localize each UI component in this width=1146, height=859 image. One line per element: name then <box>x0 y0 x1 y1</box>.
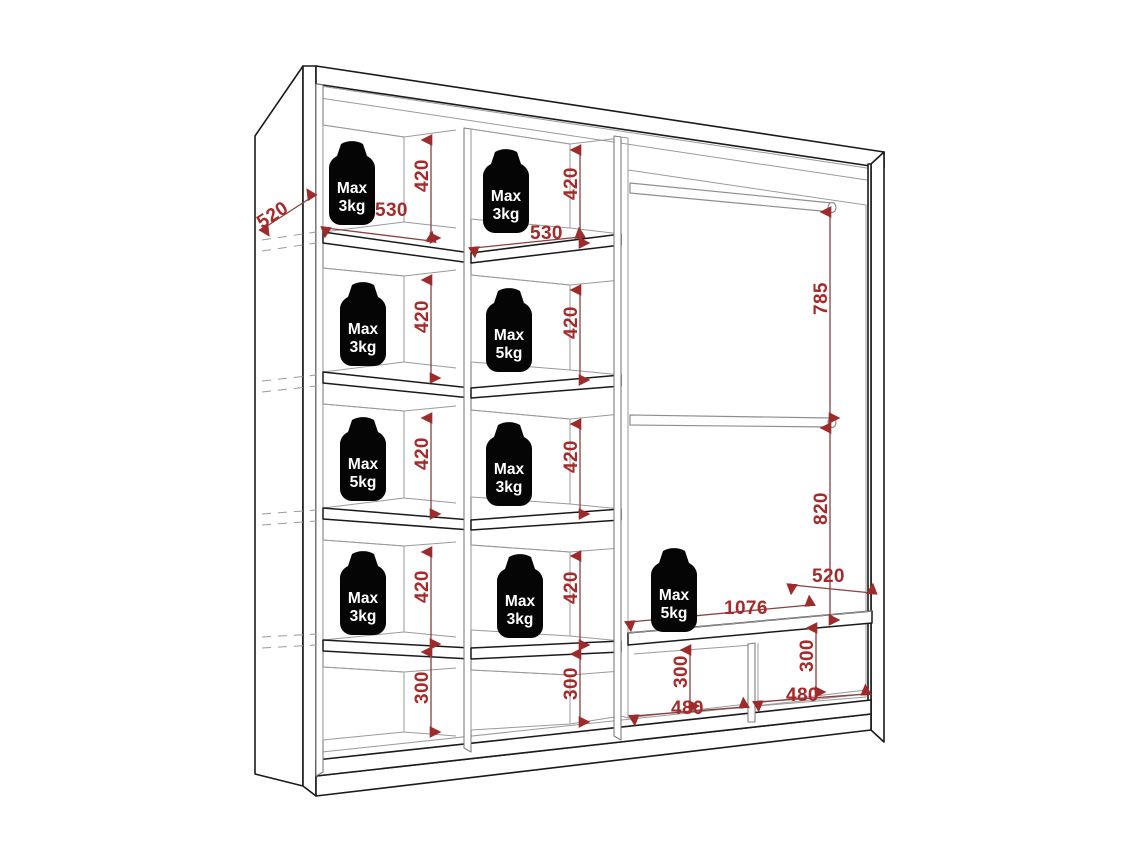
dim-label-lower-left-480: 480 <box>671 698 704 719</box>
weight-value-label: 3kg <box>493 206 520 223</box>
weight-value-label: 5kg <box>350 474 377 491</box>
dim-label-middle-530: 530 <box>530 223 563 244</box>
weight-limit-icons: Max 3kg Max 3kg Max 5kg Max 3kg Max 3kg … <box>328 141 698 638</box>
mid-cell-5-edges <box>470 669 622 725</box>
weight-glyph <box>485 288 533 372</box>
left-front-edge <box>302 65 317 797</box>
weight-glyph <box>485 422 533 506</box>
dim-line-middle-530 <box>468 226 586 259</box>
dim-label-middle-420-4: 420 <box>561 571 582 604</box>
weight-max-label: Max <box>659 587 690 604</box>
weight-icon-left-4: Max 3kg <box>339 551 387 635</box>
hanging-rail-lower-end-cap <box>827 416 837 429</box>
weight-icon-left-3: Max 5kg <box>339 417 387 501</box>
weight-max-label: Max <box>505 593 536 610</box>
right-inner-edge <box>867 163 872 731</box>
dim-label-left-300: 300 <box>412 671 433 704</box>
weight-icon-middle-1: Max 3kg <box>482 149 530 233</box>
weight-value-label: 3kg <box>339 198 366 215</box>
weight-value-label: 5kg <box>661 605 688 622</box>
dim-line-lower-right-480 <box>752 683 872 713</box>
dim-label-left-420-4: 420 <box>412 570 433 603</box>
dim-label-middle-420-3: 420 <box>561 440 582 473</box>
weight-max-label: Max <box>348 321 379 338</box>
weight-icon-middle-3: Max 3kg <box>485 422 533 506</box>
weight-max-label: Max <box>348 456 379 473</box>
weight-glyph <box>339 417 387 501</box>
weight-glyph <box>482 149 530 233</box>
hanging-rail-upper-end-cap <box>827 201 837 214</box>
dim-label-middle-420-2: 420 <box>561 306 582 339</box>
weight-value-label: 5kg <box>496 345 523 362</box>
weight-value-label: 3kg <box>496 479 523 496</box>
dimensions: 520 530 420 420 420 420 300 530 420 420 … <box>253 134 878 738</box>
weight-icon-middle-2: Max 5kg <box>485 288 533 372</box>
left-cell-5-back <box>322 666 405 741</box>
mid-cell-1-edges <box>470 128 622 235</box>
weight-value-label: 3kg <box>350 339 377 356</box>
weight-max-label: Max <box>491 188 522 205</box>
weight-icon-middle-4: Max 3kg <box>496 554 544 638</box>
dim-label-middle-420-1: 420 <box>561 167 582 200</box>
left-interior-partition <box>315 83 324 777</box>
weight-icon-right-1: Max 5kg <box>650 548 698 632</box>
weight-glyph <box>328 141 376 225</box>
weight-max-label: Max <box>337 180 368 197</box>
weight-value-label: 3kg <box>350 608 377 625</box>
dim-label-lower-right-480: 480 <box>786 685 819 706</box>
dim-label-left-420-2: 420 <box>412 300 433 333</box>
dim-label-left-420-3: 420 <box>412 437 433 470</box>
dim-label-hanging-820: 820 <box>811 492 832 525</box>
dim-line-left-530 <box>320 225 437 244</box>
dim-label-middle-300: 300 <box>561 667 582 700</box>
dim-line-shelf-depth-520 <box>786 582 878 596</box>
dim-label-left-530: 530 <box>375 200 408 221</box>
mid-cell-2-edges <box>470 274 622 376</box>
middle-right-divider <box>613 135 622 741</box>
weight-glyph <box>339 551 387 635</box>
left-cell-4-edges <box>322 539 457 638</box>
left-cell-1-edges <box>322 124 457 229</box>
weight-max-label: Max <box>494 461 525 478</box>
lower-bay-divider <box>747 642 756 723</box>
weight-max-label: Max <box>494 327 525 344</box>
dim-label-long-shelf-1076: 1076 <box>724 598 768 619</box>
right-side-panel <box>870 151 885 743</box>
dim-label-lower-left-300: 300 <box>671 655 692 688</box>
dim-line-depth-520 <box>258 188 318 237</box>
left-cell-3-edges <box>322 403 457 504</box>
dim-label-left-420-1: 420 <box>412 159 433 192</box>
weight-max-label: Max <box>348 590 379 607</box>
dim-label-hanging-785: 785 <box>811 282 832 315</box>
weight-icon-left-1: Max 3kg <box>328 141 376 225</box>
left-cell-2-edges <box>322 267 457 369</box>
weight-glyph <box>339 282 387 366</box>
mid-cell-5-back <box>470 669 571 731</box>
weight-icon-left-2: Max 3kg <box>339 282 387 366</box>
weight-glyph <box>650 548 698 632</box>
dim-label-lower-right-300: 300 <box>797 639 818 672</box>
mid-cell-4-edges <box>470 544 622 642</box>
left-middle-divider <box>463 127 472 753</box>
weight-value-label: 3kg <box>507 611 534 628</box>
dim-line-lower-left-480 <box>628 696 750 727</box>
left-side-panel-outer <box>254 65 304 787</box>
weight-glyph <box>496 554 544 638</box>
dim-label-shelf-depth-520: 520 <box>812 566 845 587</box>
mid-cell-3-edges <box>470 409 622 510</box>
